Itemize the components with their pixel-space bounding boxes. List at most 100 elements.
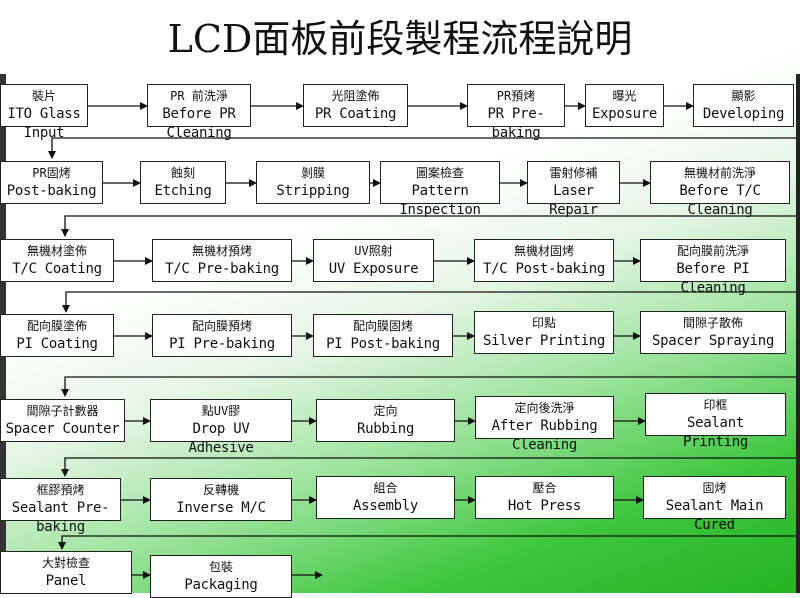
step-zh-label: 剝膜 [300,166,325,180]
step-sealant-pre-baking: 框膠預烤 Sealant Pre- baking [0,478,121,535]
step-laser-repair: 雷射修補 Laser Repair [527,161,620,218]
step-en-label: After Rubbing [491,418,598,434]
step-zh-label: 配向膜塗佈 [26,319,87,333]
step-en-label-2: Cleaning [166,125,232,141]
step-en-label: Before PI [676,261,750,277]
step-en-label: PR Coating [314,106,397,122]
step-en-label: Sealant Main [665,498,764,514]
step-ito-glass-input: 裝片 ITO Glass Input [0,84,88,141]
step-tc-pre-baking: 無機材預烤 T/C Pre-baking [152,239,292,282]
page-title: LCD面板前段製程流程說明 [167,17,633,61]
step-inverse-mc: 反轉機 Inverse M/C [150,478,292,521]
step-en-label: PR Pre- [487,106,545,122]
step-zh-label: 配向膜固烤 [352,319,413,333]
step-zh-label: 配向膜預烤 [191,319,252,333]
step-zh-label: 定向 [373,404,398,418]
step-zh-label: 圖案檢查 [415,166,464,180]
step-zh-label: 包裝 [208,560,233,574]
step-en-label: Developing [702,106,785,122]
step-en-label: Before T/C [679,183,761,199]
step-zh-label: 裝片 [31,89,56,103]
step-en-label: PI Post-baking [326,336,440,352]
step-panel-inspection: 大對檢查 Panel [0,551,132,594]
step-en-label: Sealant Pre- [11,500,110,516]
step-en-label-2: Repair [549,202,598,218]
step-tc-post-baking: 無機材固烤 T/C Post-baking [474,239,614,282]
right-border-bar [796,74,800,593]
step-before-pr-cleaning: PR 前洗淨 Before PR Cleaning [147,84,251,141]
step-zh-label: 光阻塗佈 [331,89,380,103]
step-en-label: ITO Glass [7,106,81,122]
step-en-label: Assembly [352,498,419,514]
step-sealant-printing: 印框 Sealant Printing [645,393,786,450]
step-en-label: Inverse M/C [176,500,266,516]
step-drop-uv-adhesive: 點UV膠 Drop UV Adhesive [150,399,292,456]
step-zh-label: 顯影 [731,89,756,103]
step-pr-post-baking: PR固烤 Post-baking [0,161,103,204]
step-en-label: T/C Coating [12,261,102,277]
step-pi-pre-baking: 配向膜預烤 PI Pre-baking [152,314,292,357]
step-en-label-2: Cleaning [511,437,578,453]
step-zh-label: 間隙子計數器 [26,404,99,418]
step-en-label: Sealant [687,415,744,431]
step-en-label-2: Cured [694,517,735,533]
step-zh-label: 間隙子散佈 [682,316,743,330]
step-en-label-2: baking [491,125,541,141]
step-zh-label: PR固烤 [32,166,71,180]
step-pattern-inspection: 圖案檢查 Pattern Inspection [380,161,500,218]
step-spacer-spraying: 間隙子散佈 Spacer Spraying [640,311,786,354]
connector-wrap-6 [58,535,796,550]
step-en-label: T/C Pre-baking [165,261,279,277]
step-zh-label: 無機材預烤 [191,244,252,258]
step-zh-label: 點UV膠 [201,404,241,418]
step-en-label-2: baking [36,519,85,535]
step-uv-exposure: UV照射 UV Exposure [313,239,434,282]
step-zh-label: 無機材前洗淨 [683,166,756,180]
step-etching: 蝕刻 Etching [140,161,226,204]
step-en-label: Packaging [184,577,258,593]
step-stripping: 剝膜 Stripping [256,161,370,204]
step-zh-label: 框膠預烤 [36,483,85,497]
step-zh-label: 印點 [531,316,556,330]
step-before-tc-cleaning: 無機材前洗淨 Before T/C Cleaning [650,161,790,218]
step-en-label: Drop UV [192,421,250,437]
step-assembly: 組合 Assembly [316,476,455,519]
step-zh-label: 無機材固烤 [513,244,574,258]
step-zh-label: 壓合 [532,481,557,495]
step-en-label: Stripping [276,183,350,199]
step-zh-label: 大對檢查 [41,556,90,570]
step-zh-label: PR 前洗淨 [170,89,228,103]
step-en-label: Spacer Counter [5,421,120,437]
step-en-label: Pattern [411,183,469,199]
step-en-label-2: Inspection [399,202,481,218]
step-en-label: T/C Post-baking [483,261,605,277]
step-en-label: Etching [154,183,212,199]
step-hot-press: 壓合 Hot Press [475,476,614,519]
connector-wrap-5 [61,457,796,477]
step-en-label: Rubbing [357,421,414,437]
step-en-label-2: Cleaning [680,280,746,296]
step-en-label-2: Printing [682,434,749,450]
step-en-label: Before PR [162,106,236,122]
step-tc-coating: 無機材塗佈 T/C Coating [0,239,114,282]
step-exposure: 曝光 Exposure [585,84,664,127]
step-pi-post-baking: 配向膜固烤 PI Post-baking [313,314,453,357]
step-rubbing: 定向 Rubbing [316,399,455,442]
step-zh-label: 反轉機 [202,483,239,497]
step-en-label: Exposure [591,106,658,122]
step-en-label: Panel [45,573,87,589]
step-en-label-2: Input [23,125,65,141]
step-zh-label: 印框 [703,398,728,412]
step-en-label: Post-baking [6,183,97,199]
step-pr-coating: 光阻塗佈 PR Coating [303,84,408,127]
step-after-rubbing-cleaning: 定向後洗淨 After Rubbing Cleaning [475,396,614,453]
step-en-label-2: Adhesive [188,440,254,456]
step-en-label-2: Cleaning [687,202,753,218]
step-zh-label: PR預烤 [496,89,536,103]
step-zh-label: UV照射 [354,244,393,258]
step-zh-label: 固烤 [702,481,727,495]
step-en-label: Silver Printing [483,333,605,349]
step-spacer-counter: 間隙子計數器 Spacer Counter [0,399,125,442]
step-sealant-main-cured: 固烤 Sealant Main Cured [643,476,786,533]
step-en-label: PI Coating [16,336,98,352]
